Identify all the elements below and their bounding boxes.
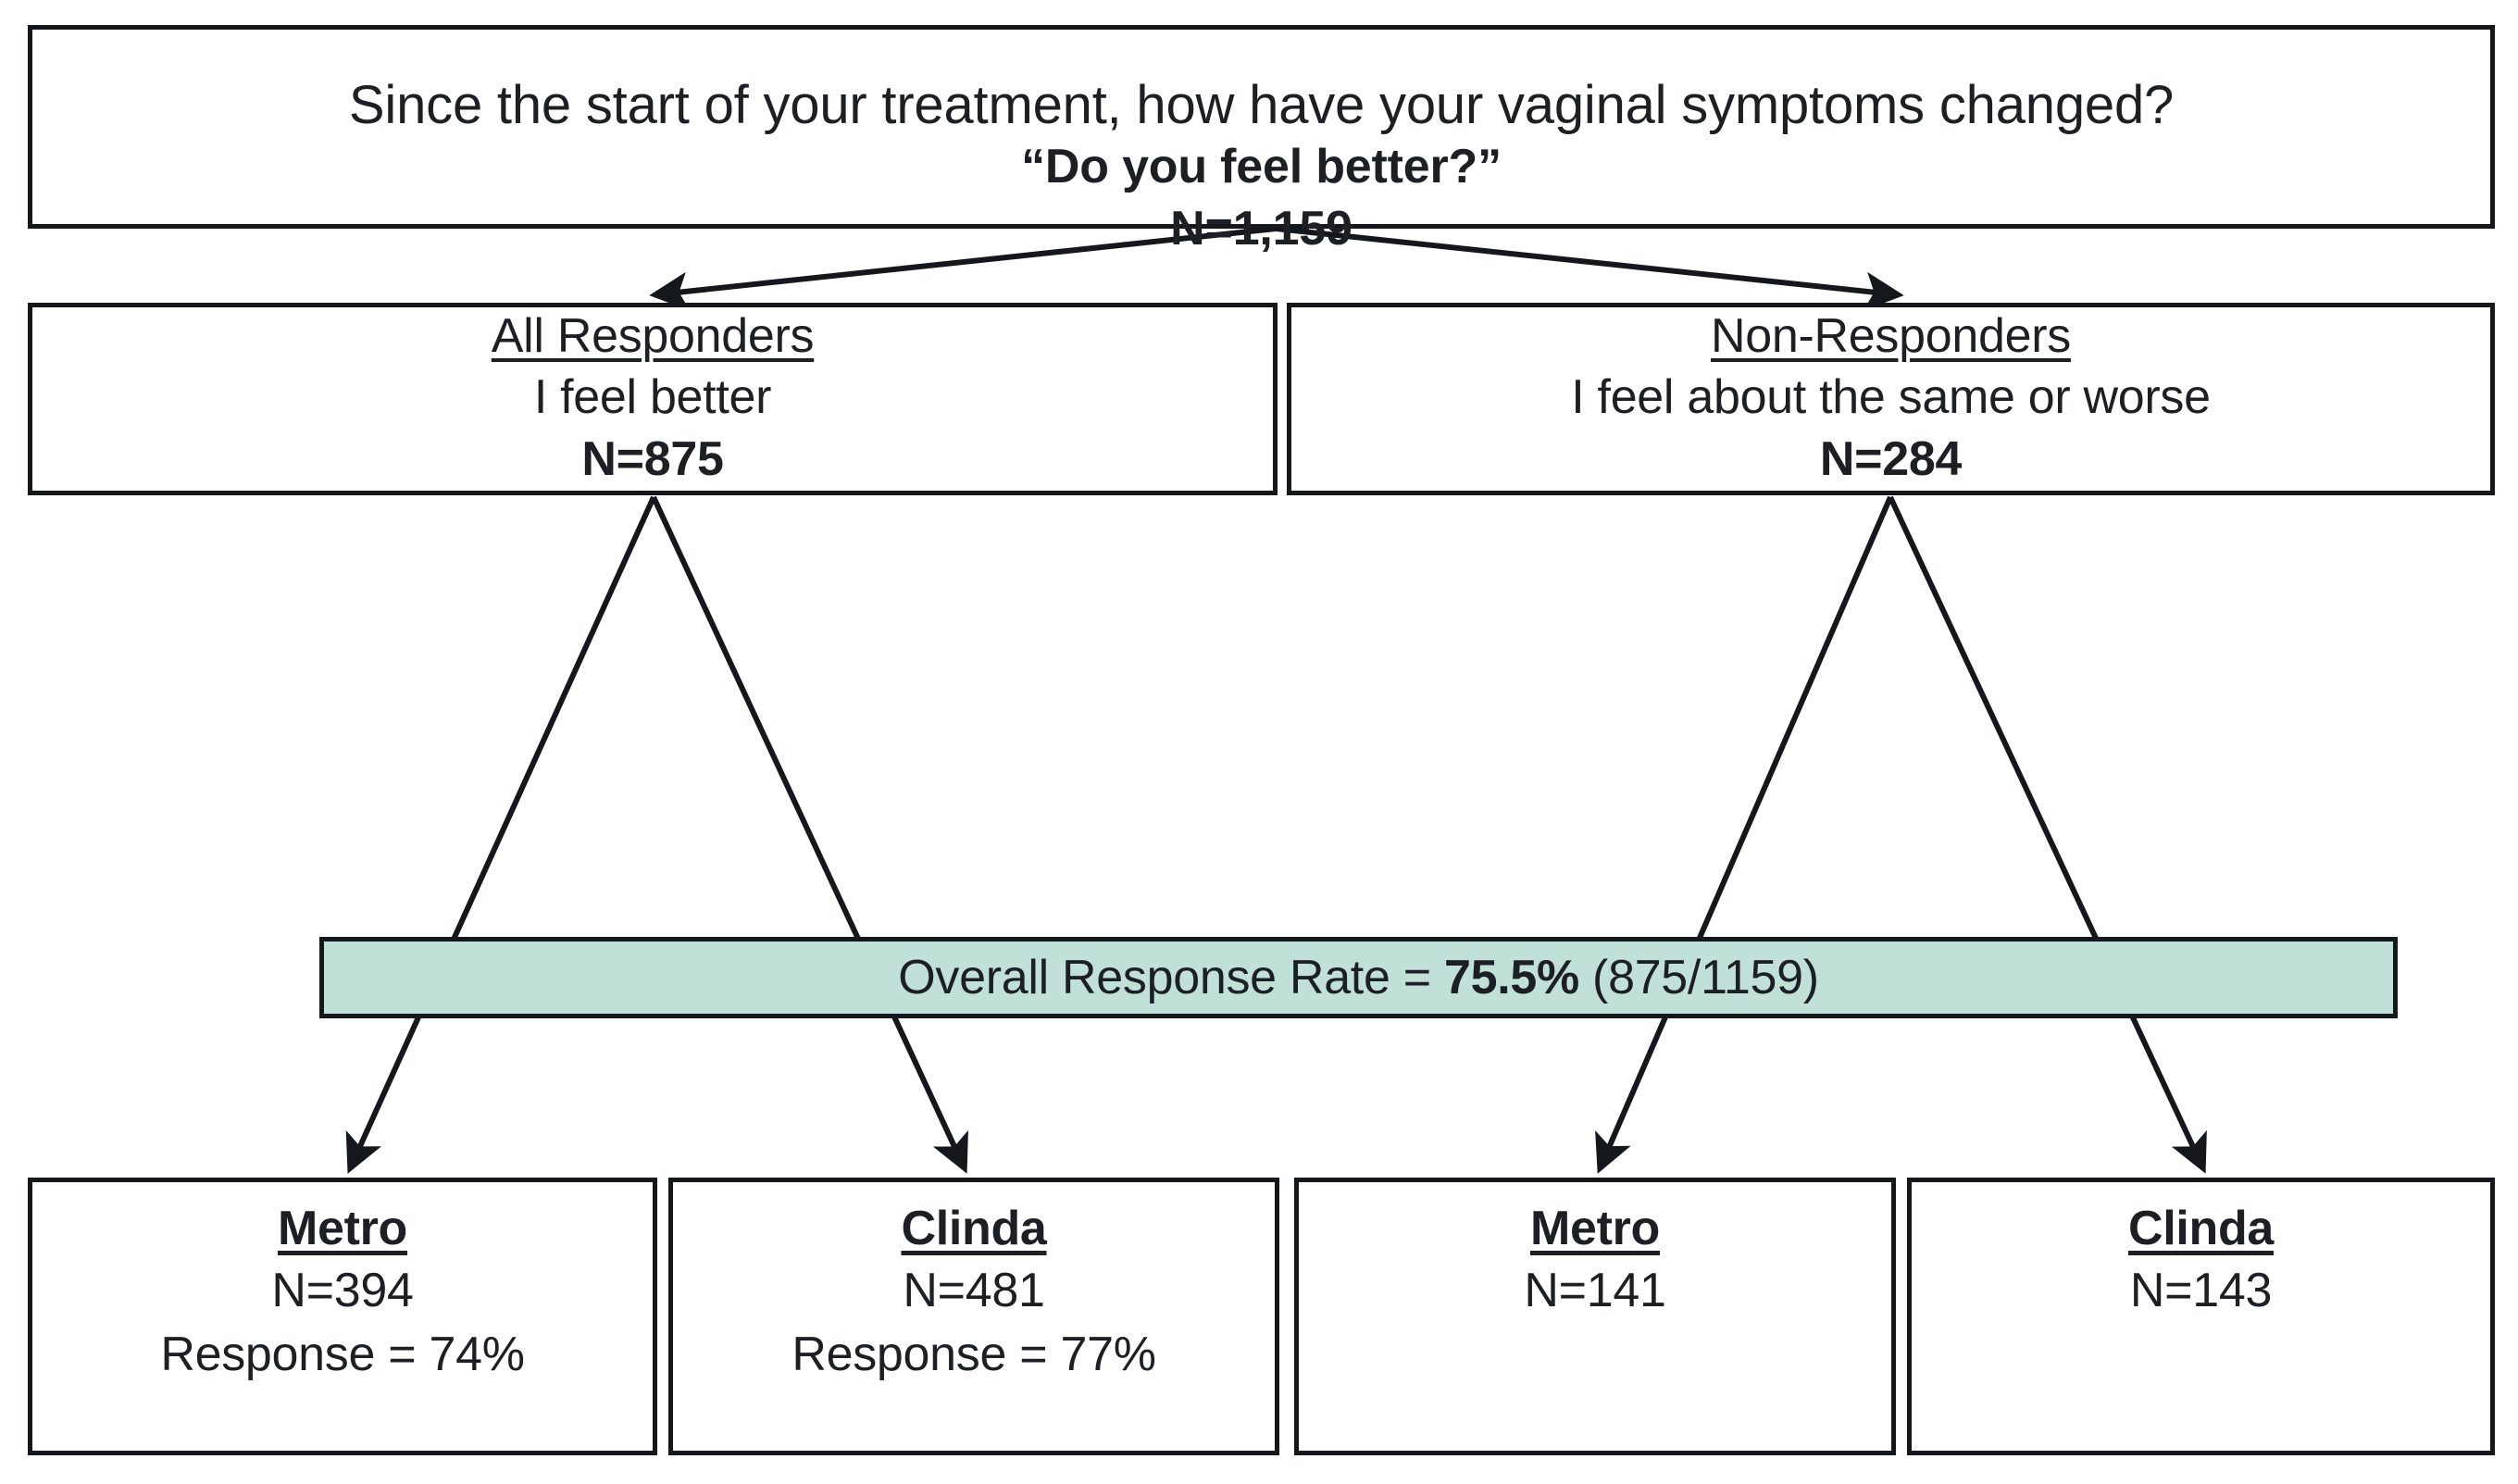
leaf-node-nonresponders-metro: Metro N=141 <box>1294 1178 1896 1455</box>
branch-count: N=284 <box>1819 432 1963 487</box>
branch-description: I feel better <box>533 369 772 424</box>
leaf-node-responders-clinda: Clinda N=481 Response = 77% <box>668 1178 1279 1455</box>
leaf-count: N=141 <box>1524 1264 1666 1317</box>
overall-response-rate-banner: Overall Response Rate = 75.5% (875/1159) <box>319 937 2398 1018</box>
leaf-response-rate: Response = 77% <box>792 1327 1156 1381</box>
leaf-title: Metro <box>1529 1202 1661 1255</box>
leaf-count: N=481 <box>903 1264 1045 1317</box>
branch-title: Non-Responders <box>1711 309 2071 364</box>
leaf-count: N=143 <box>2129 1264 2273 1317</box>
leaf-title: Clinda <box>901 1202 1047 1255</box>
edge-nonresponders-to-clinda <box>1888 495 2207 1174</box>
leaf-node-responders-metro: Metro N=394 Response = 74% <box>28 1178 657 1455</box>
question-total-n: N=1,159 <box>1170 201 1352 256</box>
branch-title: All Responders <box>491 309 815 364</box>
branch-count: N=875 <box>581 432 724 487</box>
question-text: Since the start of your treatment, how h… <box>348 75 2175 135</box>
overall-rate-value: 75.5% <box>1443 951 1579 1004</box>
question-subtitle: “Do you feel better?” <box>1021 139 1502 193</box>
question-node: Since the start of your treatment, how h… <box>28 25 2495 256</box>
leaf-title: Metro <box>277 1202 408 1255</box>
overall-rate-suffix: (875/1159) <box>1578 951 1819 1004</box>
edge-nonresponders-to-metro <box>1595 495 1893 1174</box>
edge-responders-to-metro <box>345 495 656 1174</box>
leaf-title: Clinda <box>2127 1202 2275 1255</box>
leaf-response-rate: Response = 74% <box>160 1327 525 1381</box>
branch-node-non-responders: Non-Responders I feel about the same or … <box>1287 303 2495 495</box>
edge-question-to-nonresponders <box>1275 226 1904 311</box>
branch-node-all-responders: All Responders I feel better N=875 <box>28 303 1278 495</box>
overall-rate-prefix: Overall Response Rate = <box>898 951 1444 1004</box>
leaf-node-nonresponders-clinda: Clinda N=143 <box>1907 1178 2495 1455</box>
overall-response-rate-text: Overall Response Rate = 75.5% (875/1159) <box>898 950 1819 1005</box>
branch-description: I feel about the same or worse <box>1571 369 2211 424</box>
leaf-count: N=394 <box>271 1264 414 1317</box>
edge-responders-to-clinda <box>651 495 968 1174</box>
